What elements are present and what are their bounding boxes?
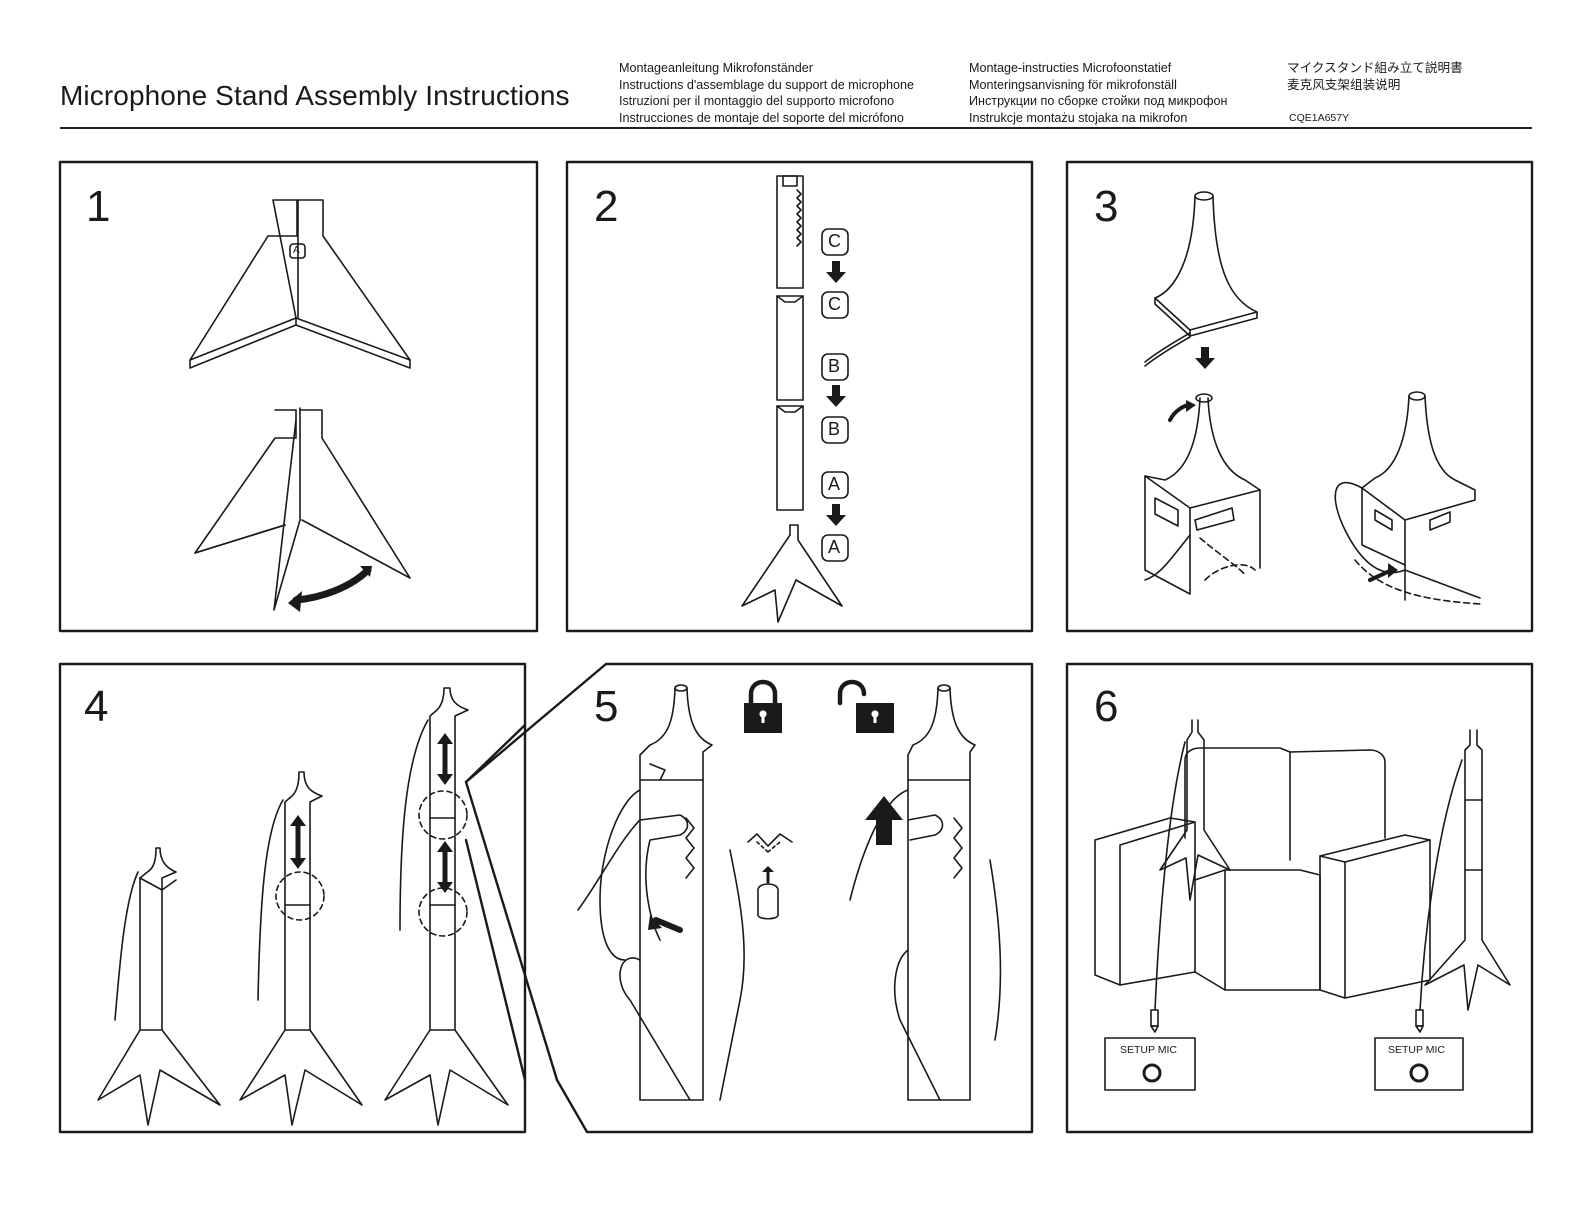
title-nl: Montage-instructies Microfoonstatief — [969, 61, 1172, 75]
step4-stand-medium — [239, 771, 363, 1126]
step-number-2: 2 — [594, 182, 619, 231]
step2-label-c-bottom: C — [828, 294, 841, 314]
step2-label-a-top: A — [828, 474, 841, 494]
title-zh: 麦克风支架组装说明 — [1287, 77, 1401, 92]
step-number-5: 5 — [594, 682, 619, 731]
panel-3-frame — [1065, 160, 1534, 633]
step2-pole-sections — [741, 175, 843, 623]
title-ru: Инструкции по сборке стойки под микрофон — [969, 94, 1228, 109]
jack-label-left: SETUP MIC — [1120, 1044, 1177, 1056]
step3-insert-right — [1334, 391, 1481, 605]
header-rule — [60, 127, 1532, 129]
step1-flat-base — [189, 199, 411, 369]
step-number-3: 3 — [1094, 182, 1119, 231]
step5-unlock-hands — [837, 679, 1002, 1101]
step4-stand-short — [97, 847, 221, 1126]
step2-label-b-top: B — [828, 356, 841, 376]
panel-2-frame — [565, 160, 1034, 633]
translations-col-1: Montageanleitung Mikrofonständer Instruc… — [619, 60, 914, 126]
step-number-1: 1 — [86, 182, 111, 231]
jack-label-right: SETUP MIC — [1388, 1044, 1445, 1056]
step2-labels — [821, 228, 849, 562]
step-number-6: 6 — [1094, 682, 1119, 731]
step2-label-b-bottom: B — [828, 419, 841, 439]
title-es: Instrucciones de montaje del soporte del… — [619, 110, 904, 125]
title-it: Istruzioni per il montaggio del supporto… — [619, 94, 895, 109]
step6-sofa — [1094, 747, 1431, 999]
step1-folded-base — [194, 407, 411, 612]
page-title: Microphone Stand Assembly Instructions — [60, 80, 570, 111]
document-code: CQE1A657Y — [1289, 112, 1350, 124]
translations-col-2: Montage-instructies Microfoonstatief Mon… — [969, 60, 1227, 126]
step1-label-a: A — [293, 245, 300, 256]
title-sv: Monteringsanvisning för mikrofonställ — [969, 77, 1177, 92]
translations-col-3: マイクスタンド組み立て説明書 麦克风支架组装说明 — [1287, 60, 1463, 93]
step3-adapter — [1144, 191, 1258, 370]
step5-detent-icon — [747, 833, 793, 920]
step2-label-c-top: C — [828, 231, 841, 251]
step6-stand-on-sofa — [1150, 719, 1231, 1033]
title-pl: Instrukcje montażu stojaka na mikrofon — [969, 110, 1188, 125]
panel-1-frame — [58, 160, 539, 633]
step6-jack-boxes — [1104, 1037, 1464, 1091]
panel-6-frame — [1065, 662, 1534, 1134]
title-de: Montageanleitung Mikrofonständer — [619, 61, 813, 75]
title-ja: マイクスタンド組み立て説明書 — [1287, 61, 1463, 75]
panel-5-frame — [464, 662, 1034, 1134]
step6-stand-floor — [1415, 729, 1511, 1033]
step5-lock-hands — [577, 679, 783, 1101]
panel-4-frame — [58, 662, 527, 1134]
step-number-4: 4 — [84, 682, 109, 731]
step4-stand-tall — [384, 687, 509, 1126]
step3-insert-left — [1144, 393, 1261, 595]
step2-label-a-bottom: A — [828, 537, 841, 557]
title-fr: Instructions d'assemblage du support de … — [619, 77, 915, 92]
